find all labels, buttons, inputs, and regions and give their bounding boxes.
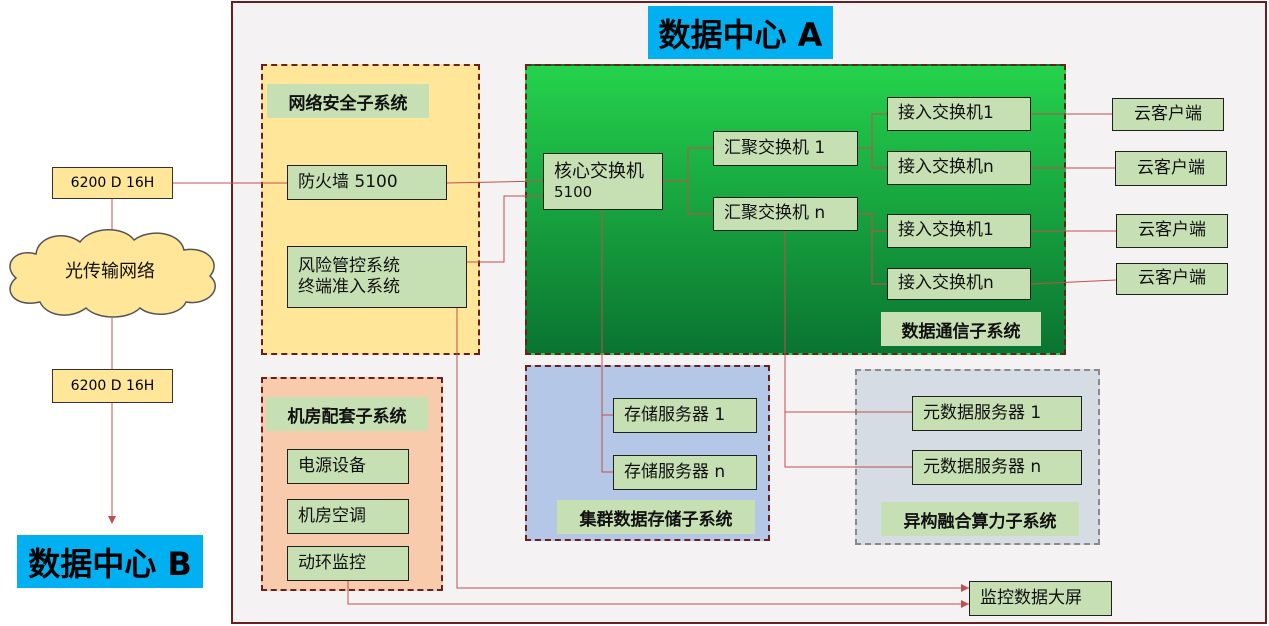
storage-server-1-node[interactable]: 存储服务器 1 [613,398,757,433]
access-switch-node[interactable]: 接入交换机n [887,268,1031,300]
connector-line [601,415,613,473]
storage-server-n-node[interactable]: 存储服务器 n [613,455,757,490]
connector-line [467,195,543,263]
facility-subsystem-label: 机房配套子系统 [266,397,428,431]
comm-subsystem-label: 数据通信子系统 [881,312,1041,346]
datacenter-b-title: 数据中心 B [17,535,203,588]
connector-line [663,147,713,182]
core-switch-line-1: 核心交换机 [554,160,644,182]
metadata-server-n-node[interactable]: 元数据服务器 n [912,450,1082,485]
connector-line [347,581,969,605]
firewall-node[interactable]: 防火墙 5100 [287,165,447,200]
power-equipment-node[interactable]: 电源设备 [287,449,409,484]
cloud-client-node[interactable]: 云客户端 [1112,98,1224,131]
cloud-client-node[interactable]: 云客户端 [1116,263,1228,295]
monitor-screen-node[interactable]: 监控数据大屏 [969,581,1112,616]
metadata-server-1-node[interactable]: 元数据服务器 1 [912,396,1082,431]
arrowhead-icon [961,584,969,592]
env-monitor-node[interactable]: 动环监控 [287,546,409,581]
compute-subsystem-label: 异构融合算力子系统 [881,502,1079,536]
connector-line [1030,279,1117,285]
access-switch-node[interactable]: 接入交换机n [887,151,1031,185]
security-subsystem-label: 网络安全子系统 [267,84,429,118]
cloud-client-node[interactable]: 云客户端 [1116,214,1228,248]
access-switch-node[interactable]: 接入交换机1 [887,97,1031,131]
connector-line [858,213,887,232]
connector-line [871,231,887,285]
router-bottom[interactable]: 6200 D 16H [52,369,173,403]
optical-network-cloud-icon [9,229,216,318]
room-ac-node[interactable]: 机房空调 [287,499,409,534]
agg-switch-1-node[interactable]: 汇聚交换机 1 [713,131,858,166]
arrowhead-icon [961,600,969,608]
storage-subsystem-label: 集群数据存储子系统 [557,500,755,534]
connector-line [871,148,887,169]
access-switch-node[interactable]: 接入交换机1 [887,214,1031,248]
risk-control-line-1: 风险管控系统 [298,255,400,276]
connector-line [687,181,713,215]
agg-switch-n-node[interactable]: 汇聚交换机 n [713,197,858,231]
arrowhead-icon [108,516,116,524]
connector-line [601,210,613,416]
core-switch-node[interactable]: 核心交换机 5100 [543,153,663,210]
connector-line [446,180,544,184]
risk-control-node[interactable]: 风险管控系统 终端准入系统 [287,246,467,308]
risk-control-line-2: 终端准入系统 [298,277,400,297]
router-top[interactable]: 6200 D 16H [52,167,173,199]
connector-line [456,308,969,589]
core-switch-line-2: 5100 [554,183,593,202]
datacenter-a-title: 数据中心 A [648,6,833,59]
cloud-client-node[interactable]: 云客户端 [1115,151,1227,186]
optical-network-label: 光传输网络 [65,261,155,282]
connector-line [784,412,912,468]
connector-line [858,113,887,149]
